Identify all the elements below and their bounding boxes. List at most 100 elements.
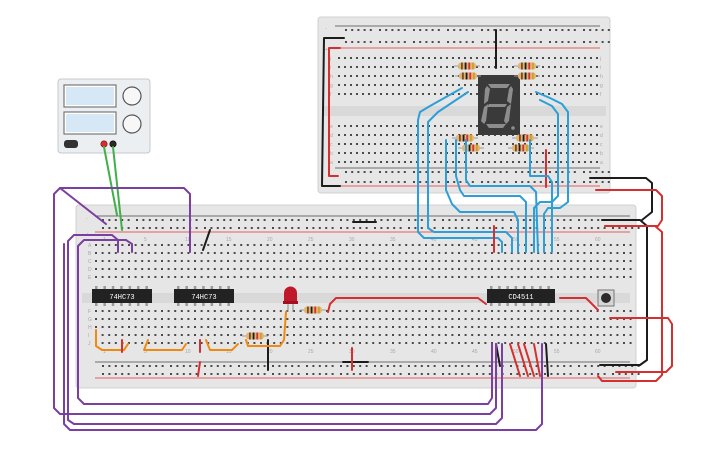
breadboard-hole[interactable] [471,318,474,320]
breadboard-hole[interactable] [405,342,408,344]
breadboard-hole[interactable] [352,252,355,254]
breadboard-hole[interactable] [476,365,478,367]
breadboard-hole[interactable] [548,143,550,145]
breadboard-hole[interactable] [537,342,540,344]
breadboard-hole[interactable] [398,57,400,59]
breadboard-hole[interactable] [477,260,480,262]
breadboard-hole[interactable] [385,342,388,344]
breadboard-hole[interactable] [437,41,440,43]
breadboard-hole[interactable] [603,260,606,262]
breadboard-hole[interactable] [425,260,427,262]
breadboard-hole[interactable] [557,268,559,270]
voltage-knob[interactable] [122,86,142,106]
breadboard-hole[interactable] [227,244,229,246]
breadboard-hole[interactable] [515,181,517,183]
breadboard-hole[interactable] [589,181,592,183]
breadboard-hole[interactable] [572,93,574,95]
orange-wire[interactable] [205,339,239,351]
breadboard-hole[interactable] [517,326,520,328]
breadboard-hole[interactable] [440,75,442,77]
breadboard-hole[interactable] [452,66,454,68]
breadboard-hole[interactable] [488,57,490,59]
breadboard-hole[interactable] [108,310,111,312]
breadboard-hole[interactable] [380,219,383,221]
breadboard-hole[interactable] [458,276,460,278]
chip-74hc73-second[interactable]: 74HC73 [174,286,234,306]
breadboard-hole[interactable] [391,181,394,183]
breadboard-hole[interactable] [148,373,151,375]
breadboard-hole[interactable] [386,125,388,127]
breadboard-hole[interactable] [609,310,612,312]
breadboard-hole[interactable] [338,143,340,145]
breadboard-hole[interactable] [393,219,396,221]
breadboard-hole[interactable] [368,57,370,59]
breadboard-hole[interactable] [114,326,117,328]
breadboard-hole[interactable] [167,310,170,312]
breadboard-hole[interactable] [437,181,440,183]
breadboard-hole[interactable] [410,75,412,77]
breadboard-hole[interactable] [167,342,170,344]
breadboard-hole[interactable] [108,373,111,375]
breadboard-hole[interactable] [380,143,382,145]
breadboard-hole[interactable] [536,134,538,136]
breadboard-hole[interactable] [220,310,223,312]
breadboard-hole[interactable] [398,334,401,336]
breadboard-hole[interactable] [359,318,361,320]
breadboard-hole[interactable] [352,365,355,367]
breadboard-hole[interactable] [504,310,507,312]
breadboard-hole[interactable] [629,268,632,270]
breadboard-hole[interactable] [326,244,328,246]
breadboard-hole[interactable] [590,310,592,312]
resistor[interactable] [452,134,478,142]
breadboard-hole[interactable] [154,310,157,312]
breadboard-hole[interactable] [374,125,376,127]
breadboard-hole[interactable] [458,342,460,344]
breadboard-hole[interactable] [306,260,309,262]
breadboard-hole[interactable] [451,276,454,278]
breadboard-hole[interactable] [420,373,423,375]
breadboard-hole[interactable] [543,326,546,328]
breadboard-hole[interactable] [569,365,572,367]
blue-wire[interactable] [535,91,569,253]
breadboard-hole[interactable] [369,29,372,31]
breadboard-hole[interactable] [543,310,546,312]
breadboard-hole[interactable] [278,219,281,221]
breadboard-hole[interactable] [578,93,580,95]
breadboard-hole[interactable] [380,75,382,77]
resistor[interactable] [242,332,268,340]
breadboard-hole[interactable] [176,373,179,375]
breadboard-hole[interactable] [170,219,172,221]
breadboard-hole[interactable] [253,342,256,344]
breadboard-hole[interactable] [512,143,514,145]
breadboard-hole[interactable] [491,310,493,312]
breadboard-hole[interactable] [142,219,145,221]
breadboard-hole[interactable] [596,57,598,59]
breadboard-hole[interactable] [510,373,512,375]
breadboard-hole[interactable] [194,342,196,344]
breadboard-hole[interactable] [405,310,408,312]
breadboard-hole[interactable] [374,143,376,145]
breadboard-hole[interactable] [601,41,604,43]
breadboard-hole[interactable] [543,276,546,278]
breadboard-hole[interactable] [476,66,478,68]
breadboard-hole[interactable] [220,318,223,320]
breadboard-hole[interactable] [561,181,564,183]
breadboard-hole[interactable] [596,143,598,145]
breadboard-hole[interactable] [147,310,150,312]
breadboard-hole[interactable] [207,268,210,270]
breadboard-hole[interactable] [404,125,406,127]
breadboard-hole[interactable] [550,342,553,344]
breadboard-hole[interactable] [359,260,361,262]
breadboard-hole[interactable] [344,84,346,86]
breadboard-hole[interactable] [338,125,340,127]
breadboard-hole[interactable] [578,365,580,367]
breadboard-hole[interactable] [590,326,592,328]
breadboard-hole[interactable] [491,326,493,328]
breadboard-hole[interactable] [566,57,568,59]
breadboard-hole[interactable] [240,268,243,270]
breadboard-hole[interactable] [326,276,328,278]
breadboard-hole[interactable] [278,227,281,229]
breadboard-hole[interactable] [464,326,467,328]
breadboard-hole[interactable] [607,29,610,31]
